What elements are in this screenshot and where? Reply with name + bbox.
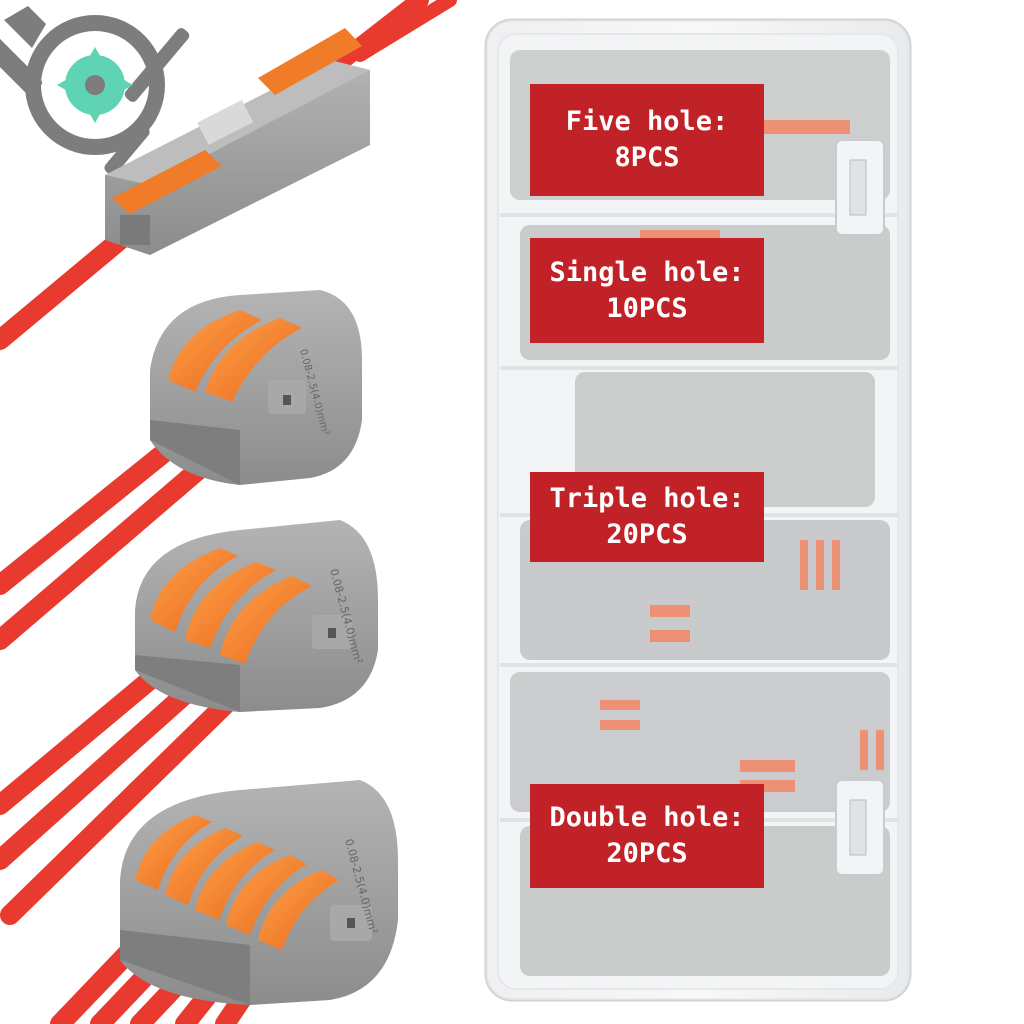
label-line: Five hole: (565, 106, 729, 137)
lever-icon (195, 842, 275, 920)
label-line: 20PCS (606, 838, 688, 869)
teal-gear-icon (57, 47, 133, 123)
lever-icon (226, 855, 307, 935)
wrench-screwdriver-logo-icon (0, 6, 190, 176)
label-line: Double hole: (549, 802, 745, 833)
lever-icon (150, 548, 238, 632)
lever-icon (135, 815, 212, 890)
lever-icon (165, 828, 243, 905)
lever-icon (258, 870, 339, 950)
single-hole-quantity-label: Single hole: 10PCS (530, 238, 764, 343)
label-line: Triple hole: (549, 483, 745, 514)
double-hole-quantity-label: Double hole: 20PCS (530, 784, 764, 888)
three-way-connector: 0.08-2.5(4.0)mm² (135, 520, 378, 712)
two-way-connector: 0.08-2.5(4.0)mm² (150, 290, 362, 485)
label-line: 20PCS (606, 519, 688, 550)
lever-icon (185, 562, 276, 648)
lever-icon (168, 310, 262, 392)
inline-single-connector (105, 28, 370, 255)
lever-icon (205, 318, 302, 402)
five-way-connector: 0.08-2.5(4.0)mm² (120, 780, 398, 1005)
lever-icon (112, 150, 222, 214)
label-line: 10PCS (606, 292, 688, 324)
triple-hole-quantity-label: Triple hole: 20PCS (530, 472, 764, 562)
lever-icon (220, 576, 312, 664)
lever-icon (258, 28, 362, 95)
label-line: 8PCS (614, 142, 680, 173)
red-wires (0, 0, 457, 1024)
label-line: Single hole: (549, 256, 745, 288)
five-hole-quantity-label: Five hole: 8PCS (530, 84, 764, 196)
